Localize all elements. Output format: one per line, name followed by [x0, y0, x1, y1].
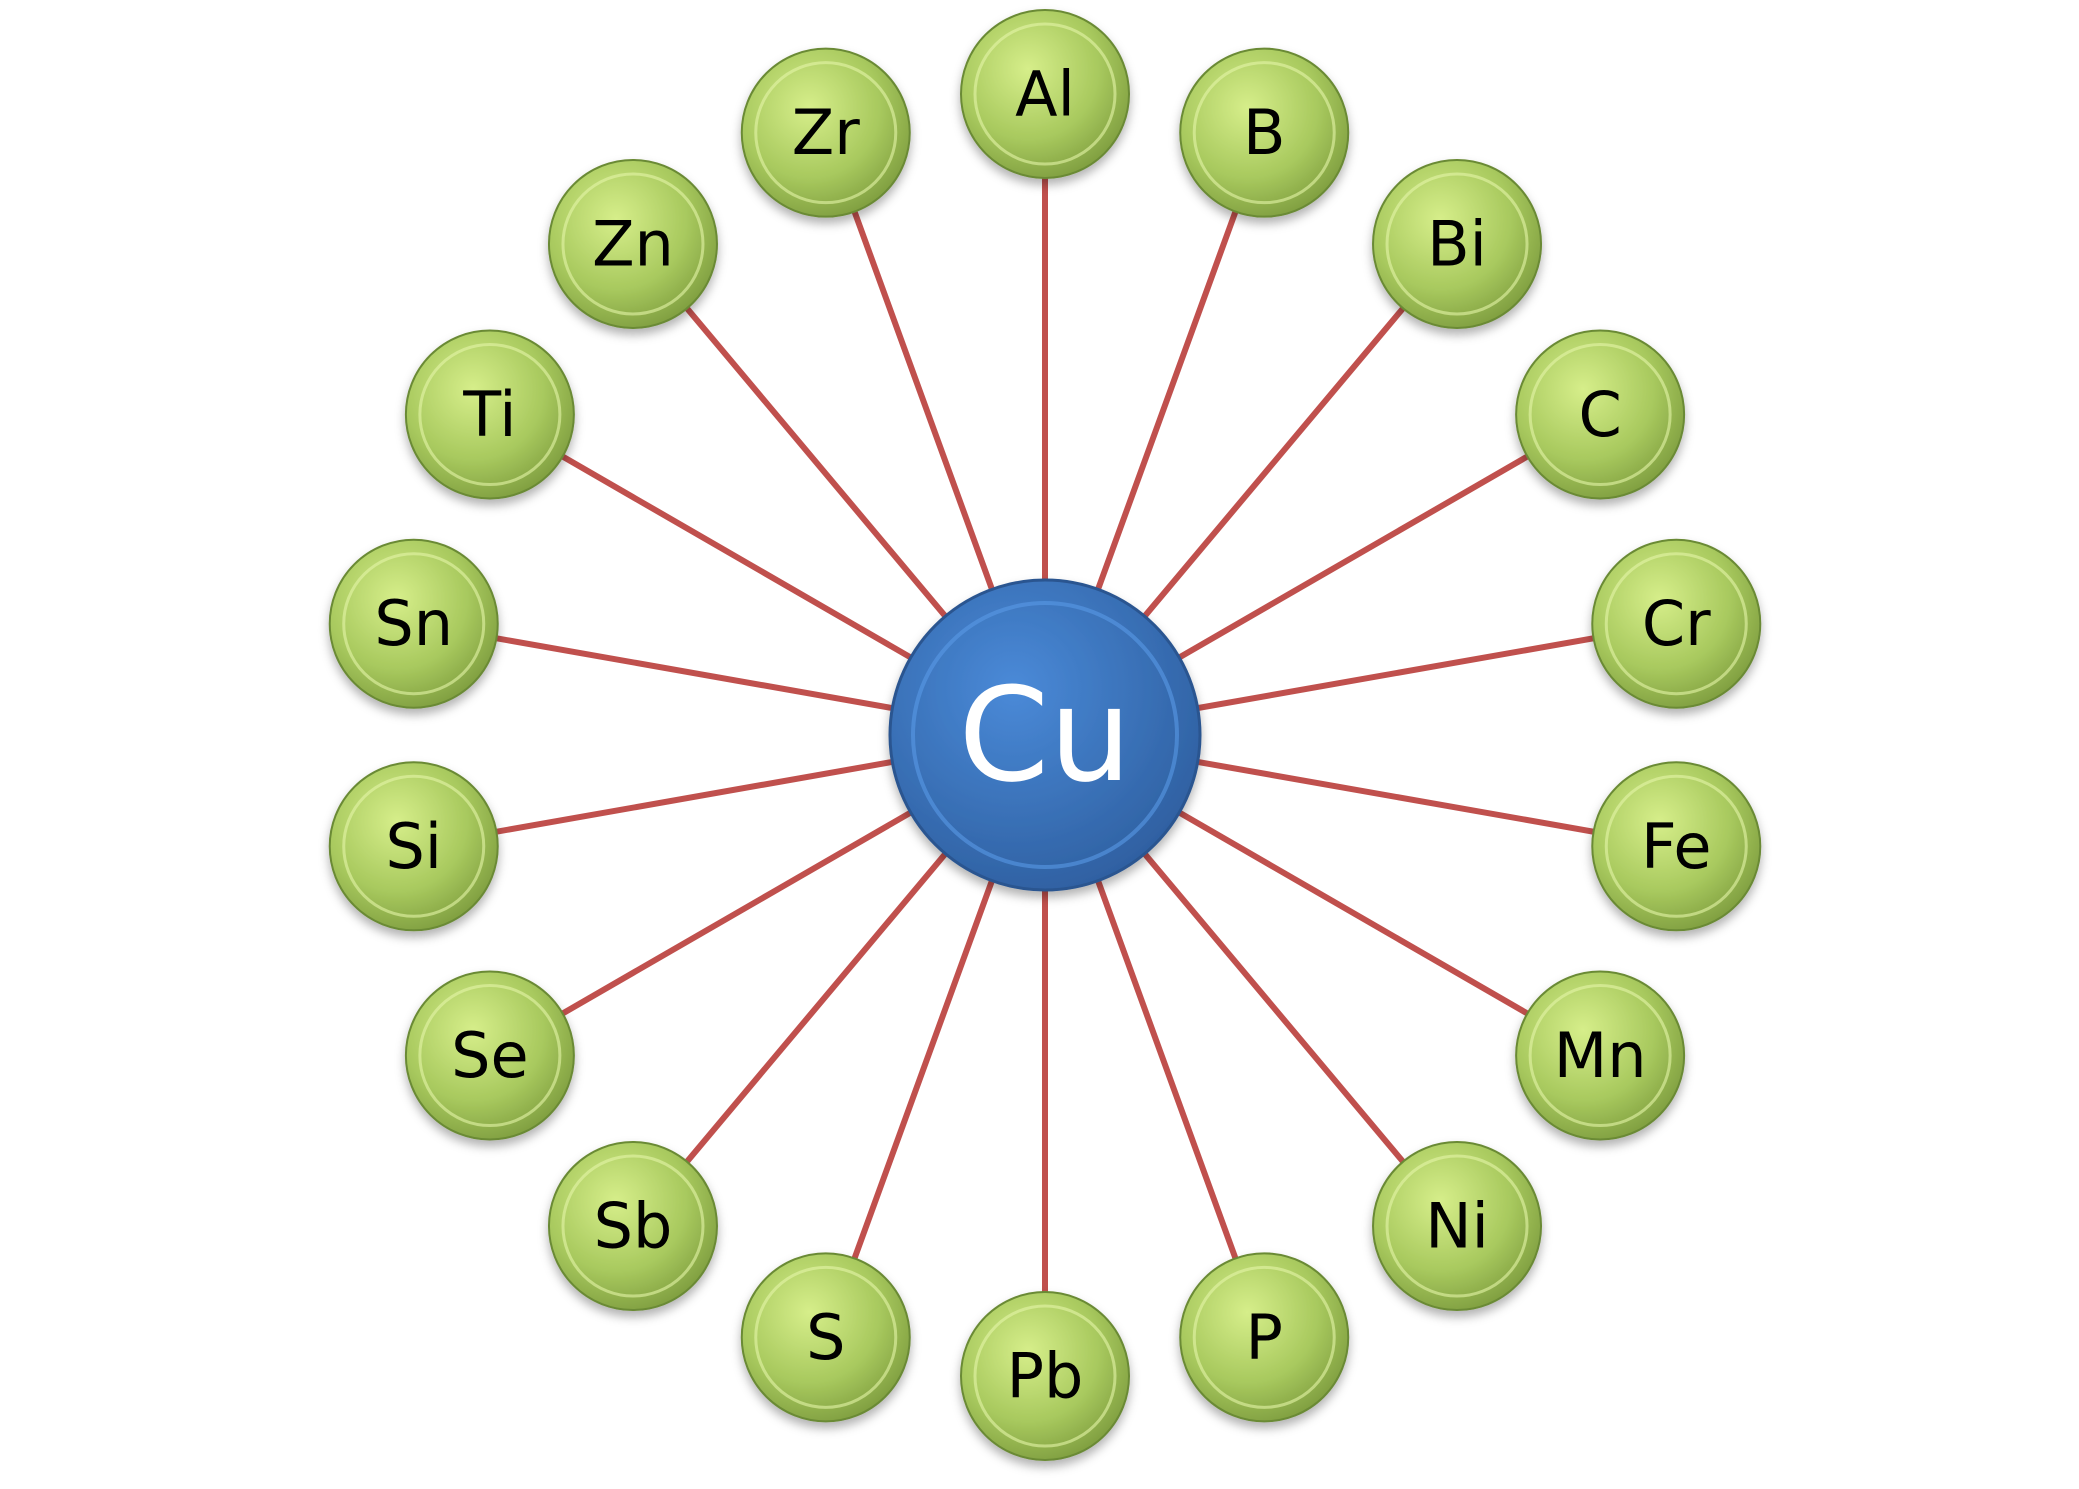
element-node-si: Si — [328, 761, 499, 932]
element-node-bi: Bi — [1372, 158, 1543, 329]
element-node-al: Al — [960, 9, 1130, 179]
element-node-c: C — [1515, 329, 1686, 500]
element-label: Fe — [1641, 810, 1711, 883]
element-node-ti: Ti — [404, 329, 575, 500]
element-label: Zn — [592, 207, 674, 280]
element-label: Ti — [462, 378, 516, 451]
element-label: Mn — [1554, 1019, 1647, 1092]
element-label: C — [1578, 378, 1621, 451]
element-node-pb: Pb — [960, 1291, 1130, 1461]
element-node-s: S — [740, 1252, 911, 1423]
element-label: S — [806, 1301, 845, 1374]
element-label: Al — [1015, 58, 1075, 131]
element-label: P — [1246, 1301, 1283, 1374]
element-label: Pb — [1007, 1340, 1084, 1413]
element-node-zr: Zr — [740, 47, 911, 218]
element-label: Sb — [594, 1190, 673, 1263]
element-node-mn: Mn — [1515, 970, 1686, 1141]
element-node-sn: Sn — [328, 538, 499, 709]
element-label: Sn — [374, 587, 453, 660]
element-node-se: Se — [404, 970, 575, 1141]
element-node-sb: Sb — [547, 1141, 718, 1312]
element-node-fe: Fe — [1591, 761, 1762, 932]
element-label: B — [1243, 96, 1286, 169]
element-label: Bi — [1427, 207, 1487, 280]
element-node-ni: Ni — [1372, 1141, 1543, 1312]
center-label: Cu — [958, 659, 1131, 811]
element-label: Zr — [792, 96, 860, 169]
element-label: Ni — [1425, 1190, 1489, 1263]
element-label: Cr — [1642, 587, 1711, 660]
center-node-cu: Cu — [888, 578, 1202, 892]
element-node-b: B — [1179, 47, 1350, 218]
element-node-zn: Zn — [547, 158, 718, 329]
element-label: Se — [451, 1019, 529, 1092]
element-label: Si — [385, 810, 442, 883]
element-node-p: P — [1179, 1252, 1350, 1423]
element-node-cr: Cr — [1591, 538, 1762, 709]
